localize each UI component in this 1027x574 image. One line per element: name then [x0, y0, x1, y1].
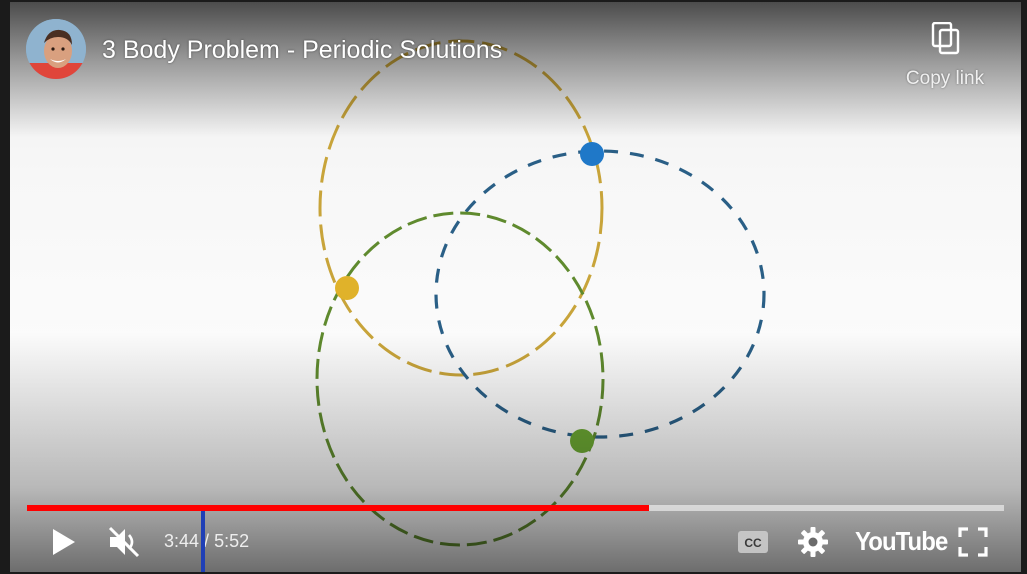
blue-body	[580, 142, 604, 166]
captions-button[interactable]: CC	[737, 529, 769, 555]
copy-icon	[931, 22, 960, 55]
mouse-cursor-marker	[201, 511, 205, 572]
green-body	[570, 429, 594, 453]
fullscreen-icon[interactable]	[958, 527, 988, 557]
avatar-image	[26, 19, 86, 79]
gold-body	[335, 276, 359, 300]
youtube-logo[interactable]: YouTube	[855, 526, 948, 556]
volume-muted-icon[interactable]	[106, 524, 142, 560]
video-frame[interactable]	[10, 2, 1021, 572]
green-orbit	[315, 211, 605, 547]
copy-link-label: Copy link	[905, 68, 985, 89]
gold-orbit	[318, 39, 604, 377]
duration: 5:52	[214, 531, 250, 551]
video-title[interactable]: 3 Body Problem - Periodic Solutions	[102, 36, 503, 64]
avatar[interactable]	[26, 19, 86, 79]
captions-label: CC	[744, 536, 762, 550]
play-icon[interactable]	[50, 526, 78, 558]
gear-icon[interactable]	[797, 526, 829, 558]
current-time: 3:44	[164, 531, 200, 551]
copy-link-button[interactable]: Copy link	[890, 20, 1000, 96]
time-separator: /	[199, 531, 215, 551]
time-display: 3:44 / 5:52	[164, 531, 249, 552]
video-player[interactable]: 3 Body Problem - Periodic Solutions Copy…	[10, 2, 1021, 572]
progress-bar[interactable]	[27, 505, 1004, 511]
progress-played	[27, 505, 650, 511]
